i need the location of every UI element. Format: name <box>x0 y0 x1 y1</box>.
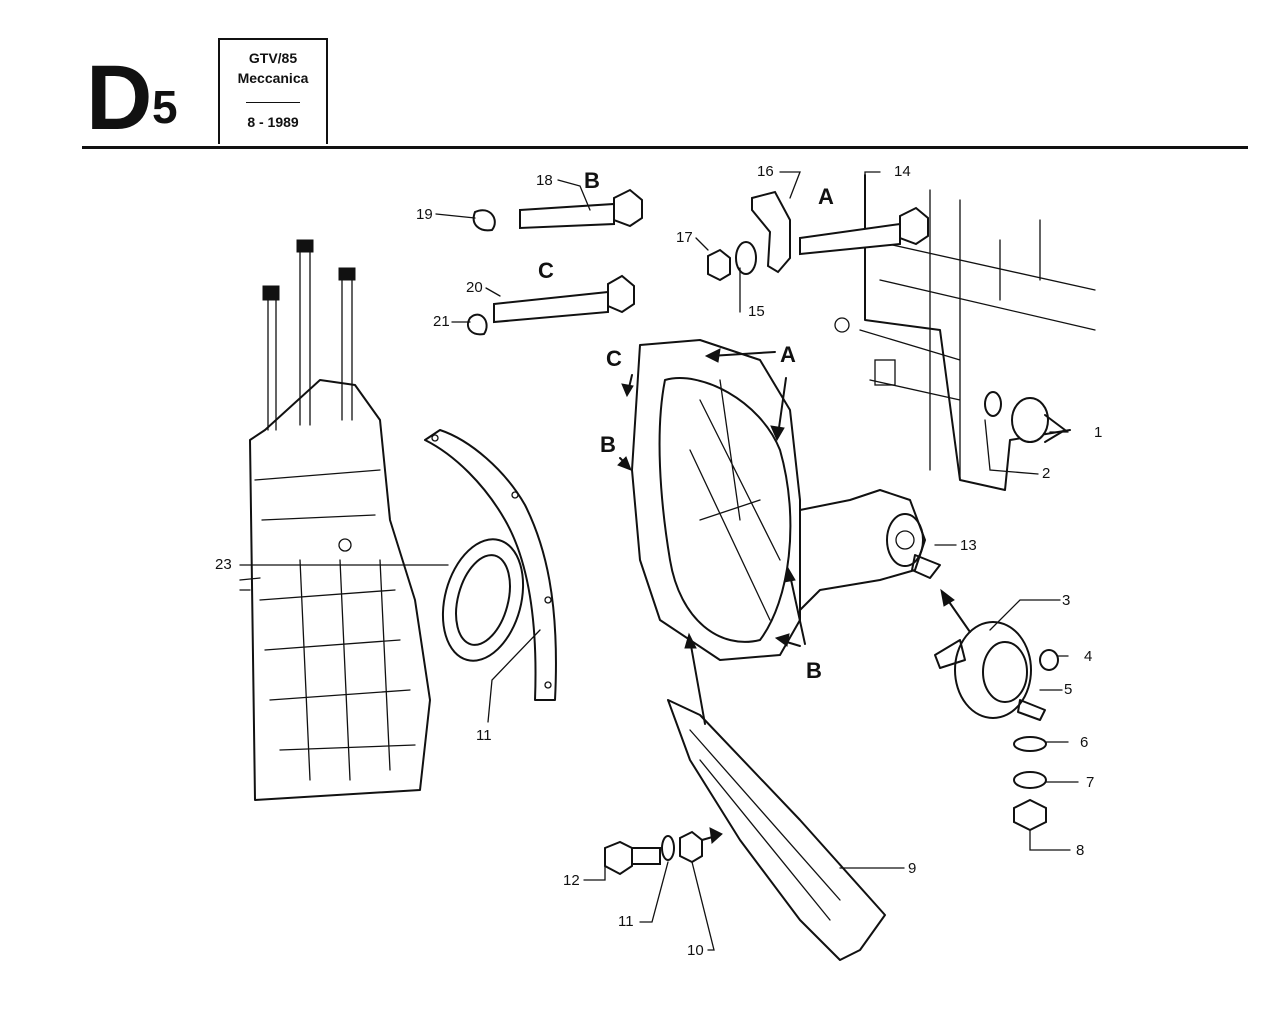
oil-seal <box>441 538 525 662</box>
callout-12: 12 <box>563 872 580 889</box>
ref-a-bolt: A <box>818 184 834 209</box>
ref-b-housing: B <box>600 432 616 457</box>
callout-1: 1 <box>1094 424 1103 441</box>
sensor-assembly <box>984 391 1066 443</box>
callout-4: 4 <box>1084 648 1093 665</box>
section-letter: D <box>86 47 152 149</box>
assembly-arrows <box>617 348 971 845</box>
cover-bolt-set <box>604 830 703 876</box>
bell-housing <box>631 339 941 661</box>
engine-mount <box>934 621 1059 832</box>
callout-17: 17 <box>676 229 693 246</box>
callout-10: 10 <box>687 942 704 959</box>
header-rule <box>82 146 1248 149</box>
gearbox-case <box>834 174 1096 491</box>
info-divider <box>246 102 300 103</box>
ref-c-bolt: C <box>538 258 554 283</box>
section-number: 5 <box>152 81 178 133</box>
leader-lines <box>239 171 1079 951</box>
ref-b-bottom: B <box>806 658 822 683</box>
callout-21: 21 <box>433 313 450 330</box>
callout-8: 8 <box>1076 842 1085 859</box>
callout-13: 13 <box>960 537 977 554</box>
callout-20: 20 <box>466 279 483 296</box>
engine-block <box>239 239 431 801</box>
callout-3: 3 <box>1062 592 1071 609</box>
info-box: GTV/85 Meccanica 8 - 1989 <box>218 38 328 144</box>
bolt-c <box>466 274 635 336</box>
callout-18: 18 <box>536 172 553 189</box>
ref-c-housing: C <box>606 346 622 371</box>
category-name: Meccanica <box>237 70 309 86</box>
callout-2: 2 <box>1042 465 1051 482</box>
callout-19: 19 <box>416 206 433 223</box>
callout-5: 5 <box>1064 681 1073 698</box>
callout-9: 9 <box>908 860 917 877</box>
callout-23: 23 <box>215 556 232 573</box>
callout-11-washer: 11 <box>618 913 634 930</box>
callout-14: 14 <box>894 163 911 180</box>
issue-date: 8 - 1989 <box>247 114 299 130</box>
ref-a-housing: A <box>780 342 796 367</box>
model-name: GTV/85 <box>248 50 298 66</box>
callout-15: 15 <box>748 303 765 320</box>
rear-gasket <box>424 429 557 701</box>
callout-16: 16 <box>757 163 774 180</box>
bolt-a-set <box>707 190 929 282</box>
callout-11-gasket: 11 <box>476 727 492 744</box>
bolt-b <box>472 188 643 232</box>
callout-7: 7 <box>1086 774 1095 791</box>
cover-plate <box>667 699 886 961</box>
callout-6: 6 <box>1080 734 1089 751</box>
ref-b-bolt: B <box>584 168 600 193</box>
